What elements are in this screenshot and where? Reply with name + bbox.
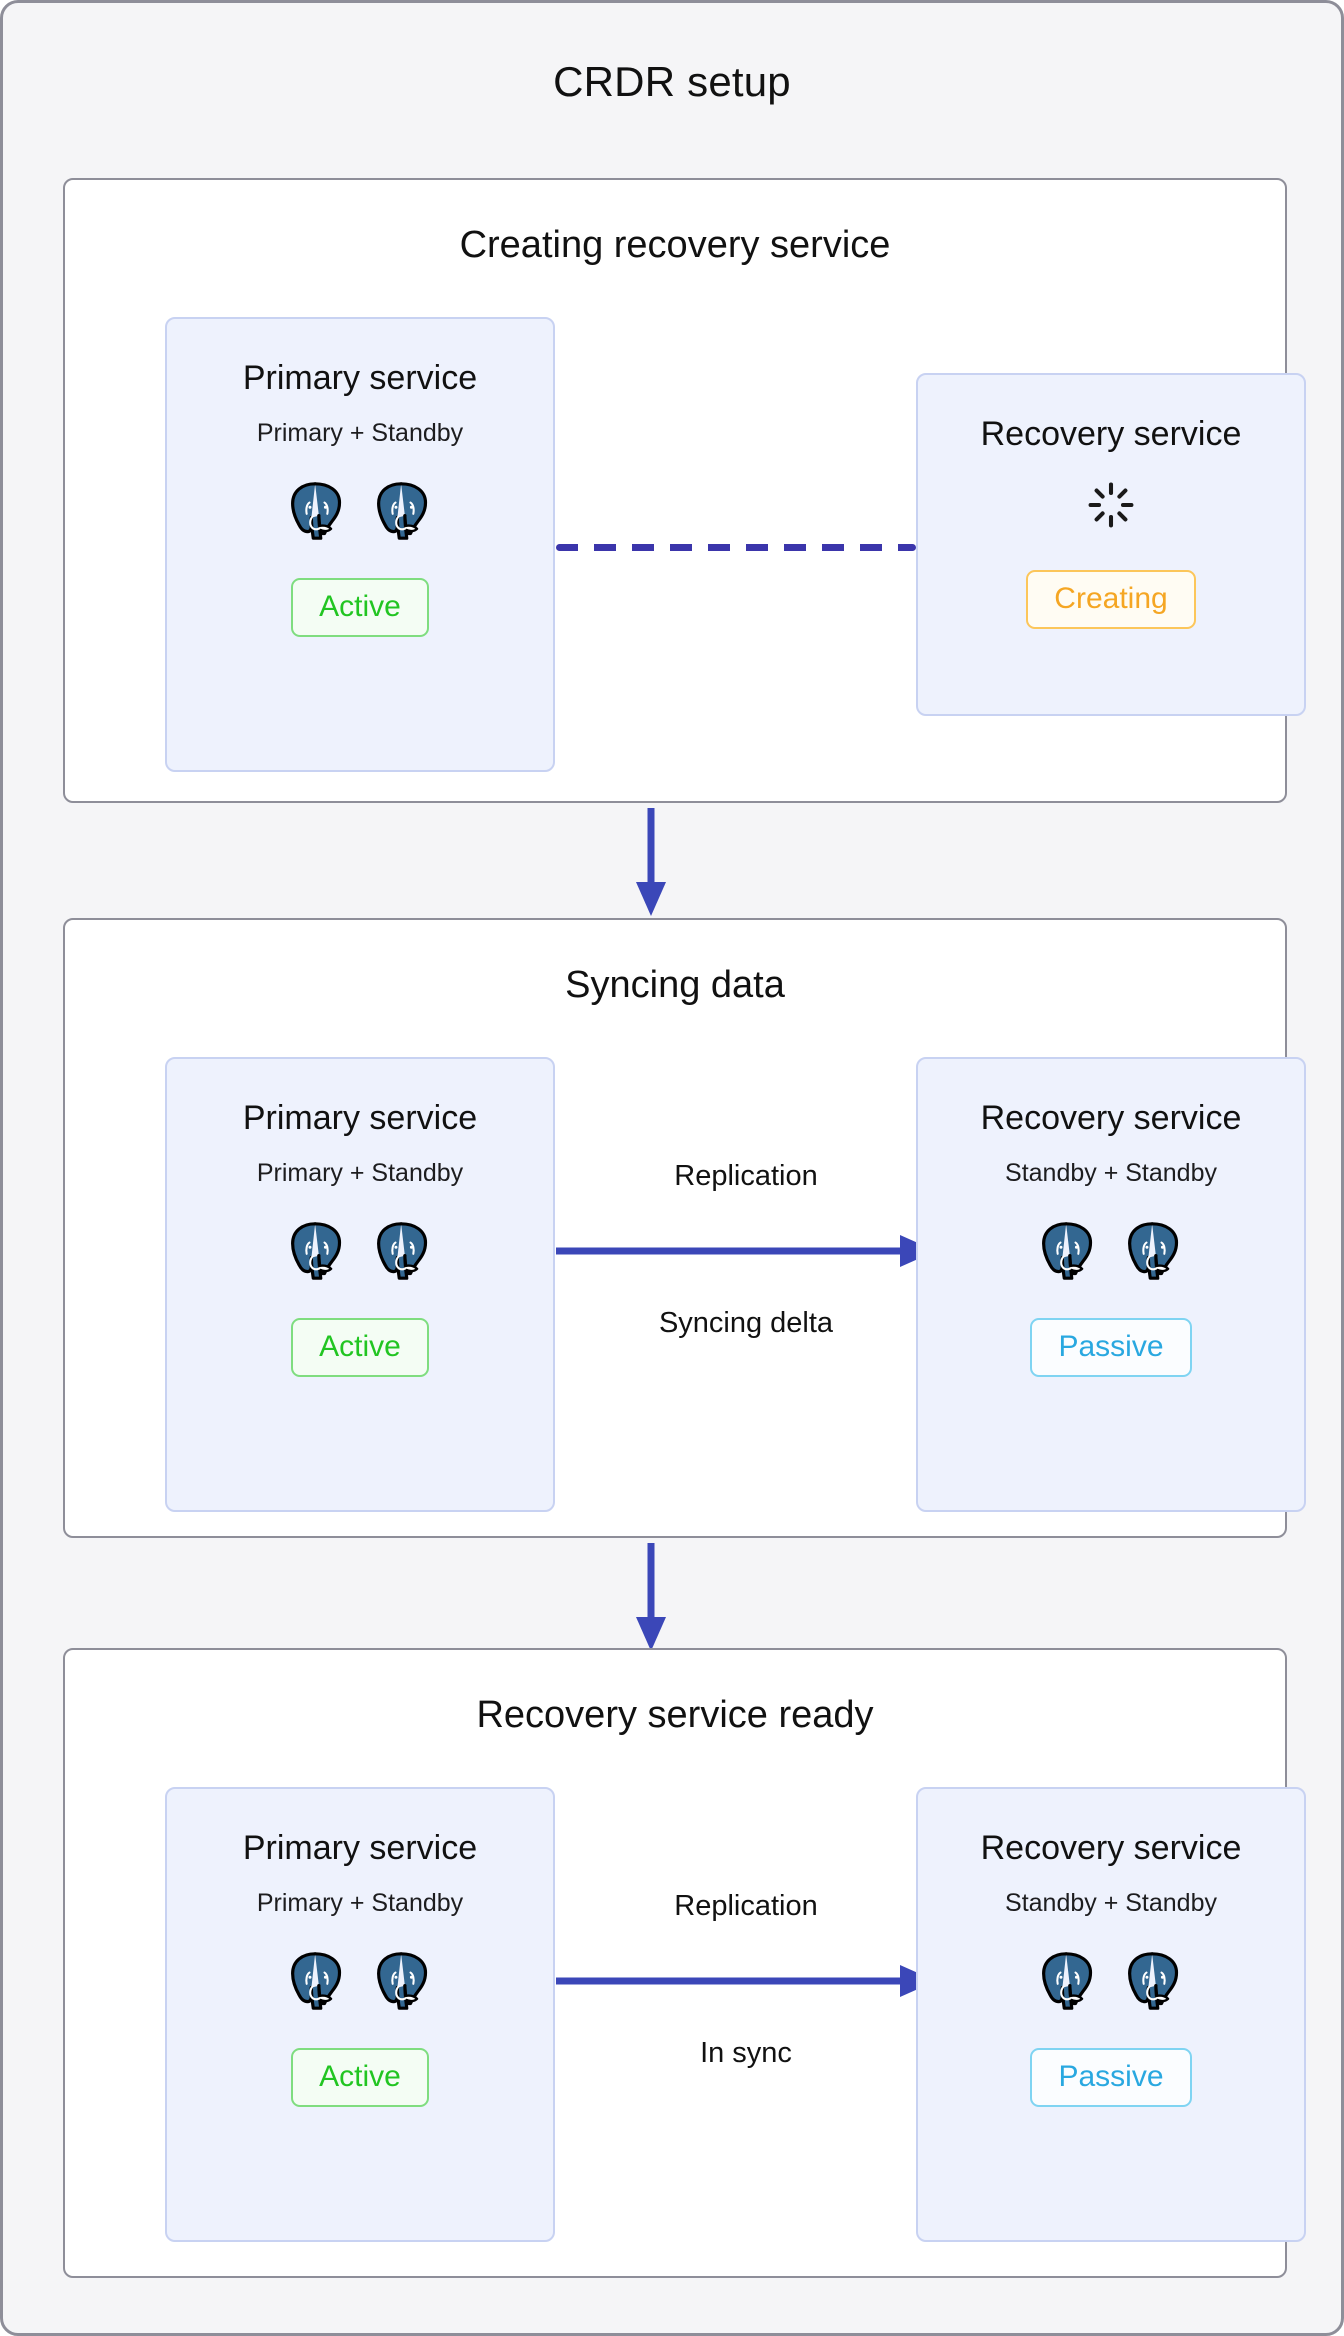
status-badge: Active xyxy=(291,578,429,637)
postgres-elephant-icon xyxy=(287,480,347,542)
flow-arrow-down-icon xyxy=(634,1543,668,1653)
status-badge: Active xyxy=(291,1318,429,1377)
replication-label: Replication xyxy=(674,1890,818,1922)
recovery-service-card[interactable]: Recovery service Standby + Standby xyxy=(916,1057,1306,1512)
postgres-elephant-icon xyxy=(373,1220,433,1282)
recovery-node-row xyxy=(1038,1950,1184,2012)
postgres-elephant-icon xyxy=(287,1950,347,2012)
replication-arrow-right-icon xyxy=(556,1234,936,1268)
stage-panel-syncing: Syncing data Primary service Primary + S… xyxy=(63,918,1306,1538)
status-badge: Creating xyxy=(1026,570,1196,629)
recovery-node-row xyxy=(1038,1220,1184,1282)
postgres-elephant-icon xyxy=(287,1220,347,1282)
page-title: CRDR setup xyxy=(553,58,791,105)
stage-title: Syncing data xyxy=(565,964,785,1006)
primary-service-roles: Primary + Standby xyxy=(256,419,464,447)
primary-service-name: Primary service xyxy=(242,1099,478,1137)
replication-status-label: Syncing delta xyxy=(658,1307,834,1339)
postgres-elephant-icon xyxy=(1038,1220,1098,1282)
recovery-service-roles: Standby + Standby xyxy=(1005,1159,1217,1187)
primary-service-card[interactable]: Primary service Primary + Standby xyxy=(165,1787,555,2242)
postgres-elephant-icon xyxy=(373,480,433,542)
primary-service-card[interactable]: Primary service Primary + Standby xyxy=(165,1057,555,1512)
recovery-service-name: Recovery service xyxy=(980,1829,1242,1867)
postgres-elephant-icon xyxy=(1038,1950,1098,2012)
replication-arrow-right-icon xyxy=(556,1964,936,1998)
spinner-icon xyxy=(1087,451,1135,534)
postgres-elephant-icon xyxy=(1124,1950,1184,2012)
replication-status-label: In sync xyxy=(700,2037,792,2069)
primary-service-roles: Primary + Standby xyxy=(256,1159,464,1187)
replication-connector: Replication In sync xyxy=(556,1890,936,2070)
primary-service-card[interactable]: Primary service Primary + Standby xyxy=(165,317,555,772)
postgres-elephant-icon xyxy=(373,1950,433,2012)
status-badge: Passive xyxy=(1030,2048,1192,2107)
stage-panel-ready: Recovery service ready Primary service P… xyxy=(63,1648,1306,2278)
replication-label: Replication xyxy=(674,1160,818,1192)
primary-service-roles: Primary + Standby xyxy=(256,1889,464,1917)
primary-node-row xyxy=(287,1220,433,1282)
replication-connector: Replication Syncing delta xyxy=(556,1160,936,1340)
stage-panel-creating: Creating recovery service Primary servic… xyxy=(63,178,1306,803)
flow-arrow-down-icon xyxy=(634,808,668,918)
recovery-service-roles: Standby + Standby xyxy=(1005,1889,1217,1917)
stage-title: Recovery service ready xyxy=(476,1694,874,1736)
recovery-service-card[interactable]: Recovery service Standby + Standby xyxy=(916,1787,1306,2242)
dashed-connector xyxy=(556,544,916,551)
primary-service-name: Primary service xyxy=(242,1829,478,1867)
primary-service-name: Primary service xyxy=(242,359,478,397)
primary-node-row xyxy=(287,1950,433,2012)
recovery-service-name: Recovery service xyxy=(980,1099,1242,1137)
stage-title: Creating recovery service xyxy=(459,224,891,266)
postgres-elephant-icon xyxy=(1124,1220,1184,1282)
recovery-service-name: Recovery service xyxy=(980,415,1242,453)
primary-node-row xyxy=(287,480,433,542)
status-badge: Passive xyxy=(1030,1318,1192,1377)
recovery-service-card[interactable]: Recovery service Creating xyxy=(916,373,1306,716)
status-badge: Active xyxy=(291,2048,429,2107)
